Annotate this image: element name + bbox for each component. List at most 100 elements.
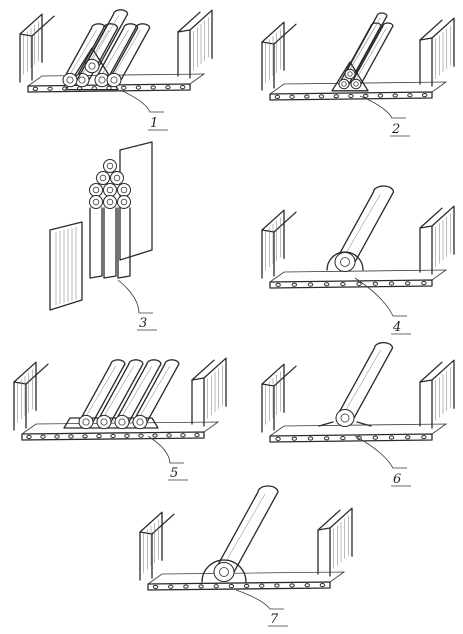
tray-wall-top-lip (177, 29, 191, 33)
rail-hole (372, 435, 378, 440)
cable-core (98, 76, 106, 84)
rail-hole (274, 583, 280, 588)
trefoil-clamp (331, 61, 369, 92)
rail-hole (68, 434, 74, 439)
cable-core (99, 174, 107, 182)
cable-body (213, 485, 279, 573)
rail-hole (289, 94, 295, 99)
cable-body (334, 185, 395, 263)
rail-hole (32, 86, 39, 92)
rail-hole (82, 434, 88, 439)
cable-core (82, 418, 90, 426)
rail-hole (363, 93, 369, 98)
rail-hole (275, 282, 281, 287)
trefoil-clamp (65, 47, 119, 91)
cable-end (62, 72, 78, 88)
cable-body (350, 22, 394, 85)
cable-core (120, 198, 128, 206)
rail-hole (388, 435, 395, 440)
cable-shade (67, 29, 97, 79)
rail-hole (152, 433, 158, 438)
rail-hole (304, 583, 310, 588)
cable-end (89, 195, 103, 209)
cable-end (344, 68, 356, 80)
cable-body (96, 359, 144, 423)
cable-body (106, 23, 151, 81)
figure-label-6: 6 (393, 472, 401, 487)
cable-end (114, 414, 130, 430)
tray-wall-outline (13, 361, 37, 431)
label-leader (354, 435, 407, 469)
label-leader (117, 279, 153, 314)
rail-hole (228, 583, 235, 589)
cable-shade (99, 29, 129, 79)
rail-hole (275, 436, 281, 441)
rail-hole (324, 282, 330, 287)
tray-wall-inner-edge (177, 11, 201, 77)
cable-core (100, 418, 108, 426)
tray-wall-inner-edge (31, 15, 55, 81)
rail-hole (421, 435, 427, 440)
cable-core (340, 257, 350, 267)
rail-hole (40, 434, 46, 439)
base-rail (269, 91, 433, 101)
figure-4-single-cable (261, 185, 455, 317)
rail-hole (307, 436, 314, 441)
base-rail-top (269, 269, 448, 283)
rail-hole (388, 281, 395, 286)
cable-shade (137, 365, 171, 421)
cable-body (132, 359, 180, 423)
tray-wall-top-lip (19, 33, 33, 37)
cable-shade (79, 29, 109, 79)
label-leader (235, 589, 284, 610)
tray-wall-outline (431, 359, 455, 429)
tray-wall-top-lip (261, 383, 275, 387)
vertical-tray-right (119, 141, 153, 261)
rail-hole (324, 436, 330, 441)
cable-end (103, 195, 117, 209)
base-rail-top (269, 423, 448, 437)
tray-wall-inner-edge (25, 363, 49, 429)
cable-end (96, 171, 110, 185)
rail-hole (150, 85, 156, 90)
rail-hole (372, 281, 378, 286)
figure-label-3: 3 (139, 316, 147, 331)
rail-hole (243, 583, 250, 589)
rail-hole (165, 85, 171, 90)
figure-2-trefoil-small (261, 12, 455, 119)
rail-hole (110, 433, 116, 439)
rail-hole (356, 281, 362, 286)
cable-core (78, 76, 86, 84)
label-leader (119, 89, 164, 113)
figure-5-flat-four (13, 357, 227, 464)
tray-wall-inner-edge (151, 513, 175, 579)
rail-hole (377, 93, 384, 98)
rail-hole (54, 434, 60, 439)
cable-end (132, 414, 148, 430)
vertical-tray-left (49, 221, 83, 311)
cable-end (110, 171, 124, 185)
figure-label-2: 2 (391, 122, 400, 137)
cable-shade (119, 365, 153, 421)
tray-wall-outline (203, 357, 227, 427)
cable-core (136, 418, 144, 426)
vertical-cable (117, 207, 131, 279)
rail-hole (47, 86, 53, 91)
cable-shade (101, 365, 135, 421)
cable-body (62, 23, 107, 81)
cable-shade (348, 17, 381, 73)
tray-wall-top-lip (261, 41, 275, 45)
rail-hole (405, 281, 411, 286)
cable-body (84, 9, 129, 67)
base-rail-top (147, 571, 346, 585)
figure-label-1: 1 (150, 116, 158, 131)
rail-hole (213, 584, 219, 589)
rail-hole (180, 433, 186, 438)
base-rail-top (27, 73, 206, 87)
base-rail (21, 431, 205, 441)
rail-hole (291, 436, 297, 441)
saddle-clamp (201, 559, 247, 583)
cable-core (113, 174, 121, 182)
rail-hole (198, 584, 204, 589)
